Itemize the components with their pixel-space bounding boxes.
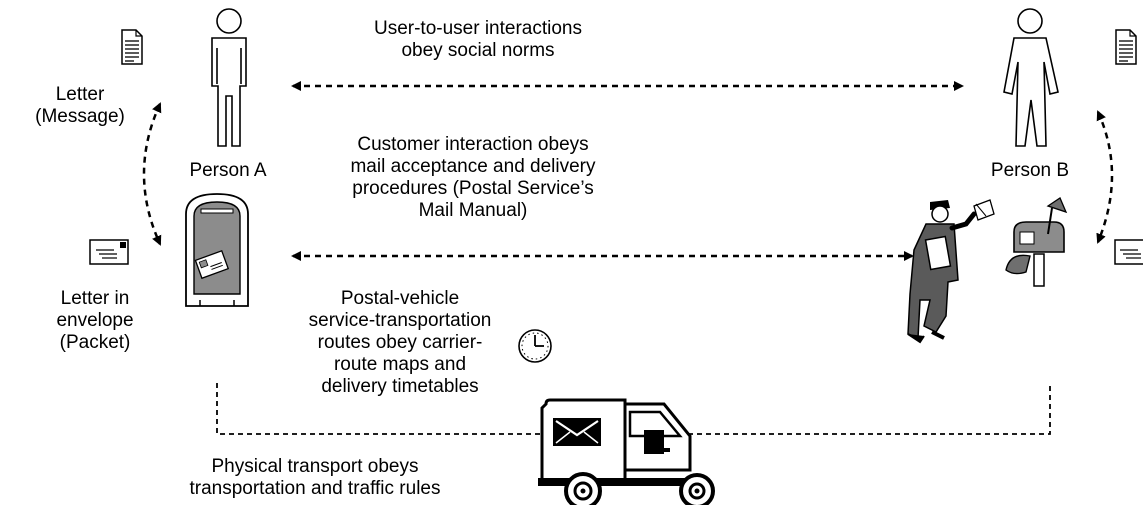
mailbox-icon <box>185 193 249 307</box>
roadside-mailbox-icon <box>1005 197 1068 287</box>
mail-truck-icon <box>538 398 715 505</box>
document-icon <box>121 29 143 65</box>
customer-interaction-label: Customer interaction obeys mail acceptan… <box>350 134 596 221</box>
letter-envelope-label: Letter in envelope (Packet) <box>56 288 134 353</box>
person-icon <box>211 8 247 147</box>
postal-vehicle-label: Postal-vehicle service-transportation ro… <box>308 288 492 397</box>
left-curved-arrow <box>142 102 162 246</box>
physical-transport-path <box>216 383 1051 435</box>
person-a-label: Person A <box>189 160 267 181</box>
document-icon-right <box>1115 29 1137 65</box>
clock-icon <box>518 329 552 363</box>
user-interactions-label: User-to-user interactions obey social no… <box>373 18 583 61</box>
envelope-icon <box>89 239 129 265</box>
right-curved-arrow <box>1096 110 1114 244</box>
person-icon-right <box>1003 8 1059 147</box>
envelope-icon-right <box>1114 239 1143 265</box>
letter-message-label: Letter (Message) <box>35 84 125 127</box>
mail-carrier-icon <box>907 199 995 344</box>
physical-transport-label: Physical transport obeys transportation … <box>189 456 441 499</box>
person-b-label: Person B <box>990 160 1070 181</box>
